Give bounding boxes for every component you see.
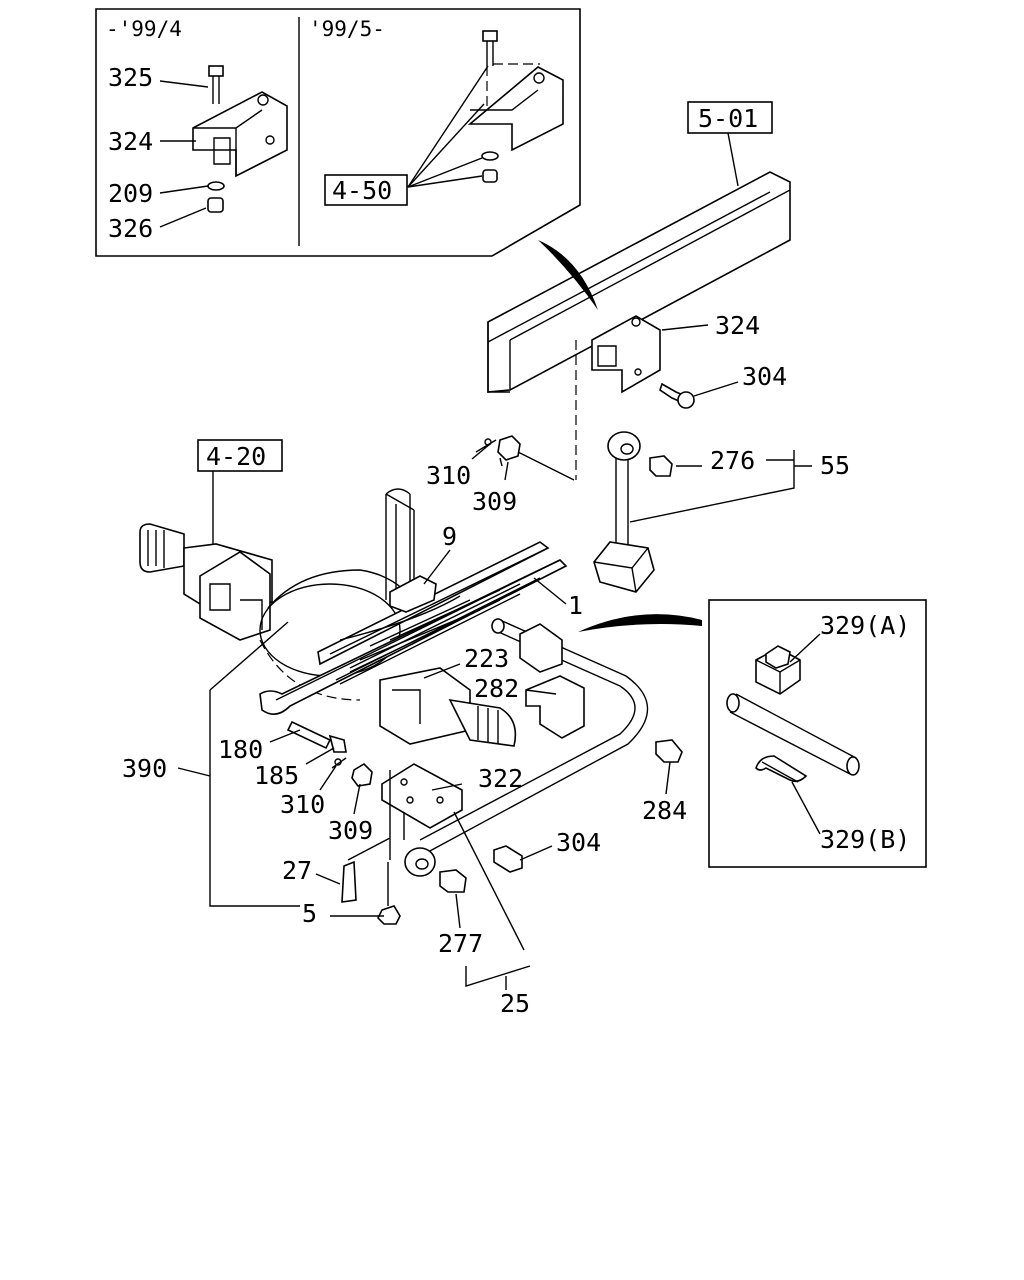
inset-arrow-right: [578, 614, 702, 632]
label-55: 55: [820, 451, 850, 480]
label-223: 223: [464, 644, 509, 673]
label-309-top: 309: [472, 487, 517, 516]
label-180: 180: [218, 735, 263, 764]
label-310-bot: 310: [280, 790, 325, 819]
stabilizer-link-drawing: [593, 431, 702, 593]
label-390: 390: [122, 754, 167, 783]
label-27: 27: [282, 856, 312, 885]
leader-5-01: [727, 132, 739, 187]
axle-housing-drawing: [139, 470, 517, 747]
label-25: 25: [500, 989, 530, 1018]
inset-top-frame: [95, 8, 581, 257]
inset-right-header: '99/5-: [309, 17, 385, 41]
main-leaders: [177, 443, 671, 990]
leader-55: [629, 450, 795, 523]
hanger-bracket-drawing: [575, 315, 739, 480]
ref-4-50-label: 4-50: [332, 176, 392, 205]
label-284: 284: [642, 796, 687, 825]
pin-nut-top-drawing: [475, 435, 575, 481]
ref-box-5-01: [687, 101, 773, 134]
label-326: 326: [108, 214, 153, 243]
label-325: 325: [108, 63, 153, 92]
label-329b: 329(B): [820, 825, 910, 854]
label-185: 185: [254, 761, 299, 790]
label-309-bot: 309: [328, 816, 373, 845]
leader-329a: [789, 633, 821, 663]
label-277: 277: [438, 929, 483, 958]
bracket-new-drawing: [467, 30, 564, 183]
inset-top-leaders: [159, 65, 489, 228]
bushing-b-drawing: [755, 755, 808, 783]
label-209: 209: [108, 179, 153, 208]
label-304-top: 304: [742, 362, 787, 391]
label-1: 1: [568, 591, 583, 620]
spring-seat-drawing: [331, 757, 525, 951]
label-322: 322: [478, 764, 523, 793]
inset-left-header: -'99/4: [106, 17, 182, 41]
ref-box-4-20: [197, 439, 283, 472]
inset-right-frame: [708, 599, 927, 868]
ref-4-20-label: 4-20: [206, 442, 266, 471]
bracket-old-drawing: [192, 65, 288, 213]
bushing-a-drawing: [755, 645, 801, 695]
stabilizer-bar-drawing: [404, 618, 683, 893]
ref-5-01-label: 5-01: [698, 104, 758, 133]
label-324: 324: [715, 311, 760, 340]
label-9: 9: [442, 522, 457, 551]
leader-329b: [791, 781, 821, 835]
ref-box-4-50: [324, 174, 408, 206]
leaf-spring-drawing: [259, 488, 568, 753]
label-282: 282: [474, 674, 519, 703]
rod-drawing: [726, 693, 860, 776]
label-329a: 329(A): [820, 611, 910, 640]
label-304-bot: 304: [556, 828, 601, 857]
label-324-inset: 324: [108, 127, 153, 156]
inset-right: 329(A) 329(B): [708, 599, 927, 868]
label-310-top: 310: [426, 461, 471, 490]
inset-top: -'99/4 '99/5-: [95, 8, 581, 257]
label-276: 276: [710, 446, 755, 475]
label-5: 5: [302, 899, 317, 928]
frame-rail: [487, 171, 791, 393]
